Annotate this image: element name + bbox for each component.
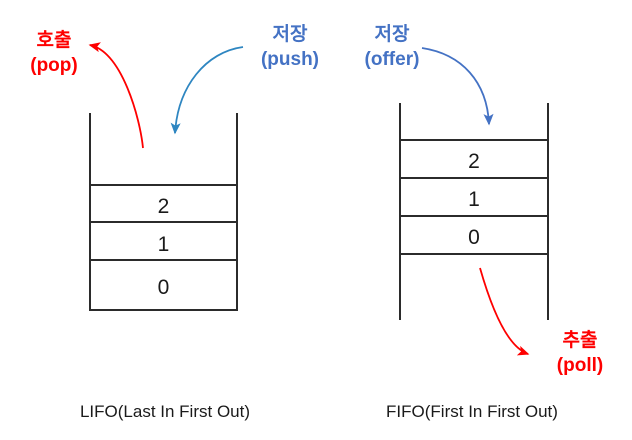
push-label-en: (push) xyxy=(260,49,320,70)
offer-arrow-icon xyxy=(421,47,494,126)
fifo-cell-value: 2 xyxy=(468,150,480,173)
lifo-cell-value: 2 xyxy=(157,195,170,218)
offer-label-en: (offer) xyxy=(364,49,420,70)
poll-arrow-icon xyxy=(479,267,530,356)
poll-label: 추출 (poll) xyxy=(532,328,628,378)
push-label-ko: 저장 xyxy=(272,24,308,45)
pop-label-ko: 호출 xyxy=(36,30,72,51)
pop-label: 호출 (pop) xyxy=(6,28,102,78)
lifo-cell-value: 0 xyxy=(157,276,170,299)
lifo-container xyxy=(89,113,238,311)
offer-label: 저장 (offer) xyxy=(340,22,444,72)
lifo-cell-value: 1 xyxy=(157,233,170,256)
poll-label-ko: 추출 xyxy=(562,330,598,351)
lifo-caption: LIFO(Last In First Out) xyxy=(79,402,251,421)
fifo-caption: FIFO(First In First Out) xyxy=(386,402,558,421)
pop-arrow-icon xyxy=(88,42,144,149)
fifo-cell-value: 1 xyxy=(468,188,480,211)
offer-label-ko: 저장 xyxy=(374,24,410,45)
push-arrow-icon xyxy=(170,46,244,135)
pop-label-en: (pop) xyxy=(30,55,78,76)
fifo-container xyxy=(399,103,549,320)
push-label: 저장 (push) xyxy=(238,22,342,72)
poll-label-en: (poll) xyxy=(556,355,604,376)
fifo-cell-value: 0 xyxy=(468,226,480,249)
